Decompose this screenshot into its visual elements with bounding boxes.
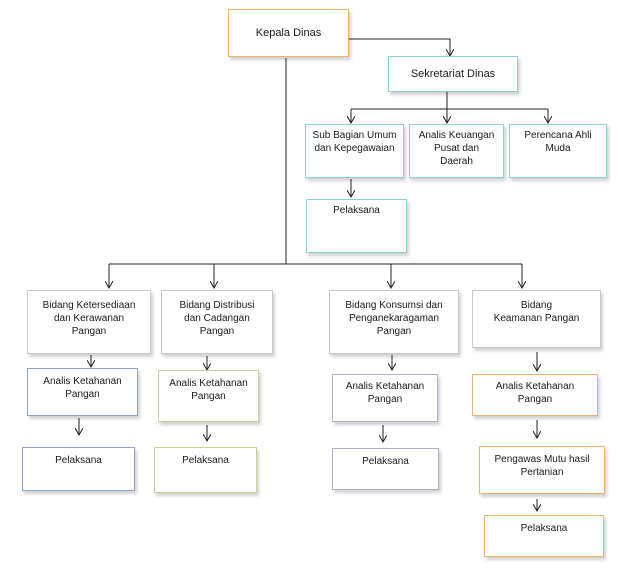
label-sekretariat-dinas: Sekretariat Dinas bbox=[410, 67, 496, 80]
label-analis-ketahanan-3: Analis Ketahanan Pangan bbox=[345, 381, 425, 405]
label-bidang-konsumsi: Bidang Konsumsi dan Penganekaragaman Pan… bbox=[345, 300, 443, 337]
box-sub-bagian-umum: Sub Bagian Umum dan Kepegawaian bbox=[305, 124, 404, 178]
box-bidang-konsumsi: Bidang Konsumsi dan Penganekaragaman Pan… bbox=[329, 290, 459, 354]
box-analis-ketahanan-4: Analis Ketahanan Pangan bbox=[472, 374, 598, 416]
box-bidang-ketersediaan: Bidang Ketersediaan dan Kerawanan Pangan bbox=[27, 290, 151, 354]
connector-kepala-sekretariat bbox=[348, 38, 450, 56]
box-kepala-dinas: Kepala Dinas bbox=[228, 9, 349, 57]
box-bidang-keamanan: Bidang Keamanan Pangan bbox=[472, 290, 601, 348]
box-pelaksana-1: Pelaksana bbox=[22, 447, 135, 491]
box-bidang-distribusi: Bidang Distribusi dan Cadangan Pangan bbox=[161, 290, 273, 354]
label-bidang-distribusi: Bidang Distribusi dan Cadangan Pangan bbox=[179, 300, 255, 337]
box-analis-keuangan: Analis Keuangan Pusat dan Daerah bbox=[409, 124, 504, 178]
label-pelaksana-sekretariat: Pelaksana bbox=[333, 205, 380, 216]
label-analis-ketahanan-2: Analis Ketahanan Pangan bbox=[169, 378, 248, 402]
box-pengawas-mutu: Pengawas Mutu hasil Pertanian bbox=[479, 446, 605, 494]
box-analis-ketahanan-1: Analis Ketahanan Pangan bbox=[27, 368, 138, 416]
label-kepala-dinas: Kepala Dinas bbox=[255, 26, 322, 39]
box-perencana-ahli: Perencana Ahli Muda bbox=[509, 124, 607, 178]
label-analis-ketahanan-4: Analis Ketahanan Pangan bbox=[495, 381, 575, 405]
box-analis-ketahanan-2: Analis Ketahanan Pangan bbox=[158, 370, 259, 422]
label-pelaksana-2: Pelaksana bbox=[182, 455, 229, 466]
label-sub-bagian-umum: Sub Bagian Umum dan Kepegawaian bbox=[312, 130, 397, 154]
box-pelaksana-2: Pelaksana bbox=[154, 447, 257, 493]
label-bidang-ketersediaan: Bidang Ketersediaan dan Kerawanan Pangan bbox=[42, 300, 136, 337]
label-pelaksana-3: Pelaksana bbox=[362, 456, 409, 467]
label-perencana-ahli: Perencana Ahli Muda bbox=[524, 130, 592, 154]
box-sekretariat-dinas: Sekretariat Dinas bbox=[388, 56, 518, 92]
label-bidang-keamanan: Bidang Keamanan Pangan bbox=[493, 300, 580, 324]
label-pelaksana-4: Pelaksana bbox=[520, 523, 568, 534]
label-pengawas-mutu: Pengawas Mutu hasil Pertanian bbox=[494, 454, 590, 478]
box-pelaksana-3: Pelaksana bbox=[332, 448, 439, 490]
label-analis-ketahanan-1: Analis Ketahanan Pangan bbox=[43, 376, 122, 400]
label-pelaksana-1: Pelaksana bbox=[55, 455, 102, 466]
box-pelaksana-sekretariat: Pelaksana bbox=[306, 199, 407, 253]
label-analis-keuangan: Analis Keuangan Pusat dan Daerah bbox=[418, 130, 495, 167]
box-analis-ketahanan-3: Analis Ketahanan Pangan bbox=[332, 374, 438, 422]
box-pelaksana-4: Pelaksana bbox=[484, 515, 604, 557]
